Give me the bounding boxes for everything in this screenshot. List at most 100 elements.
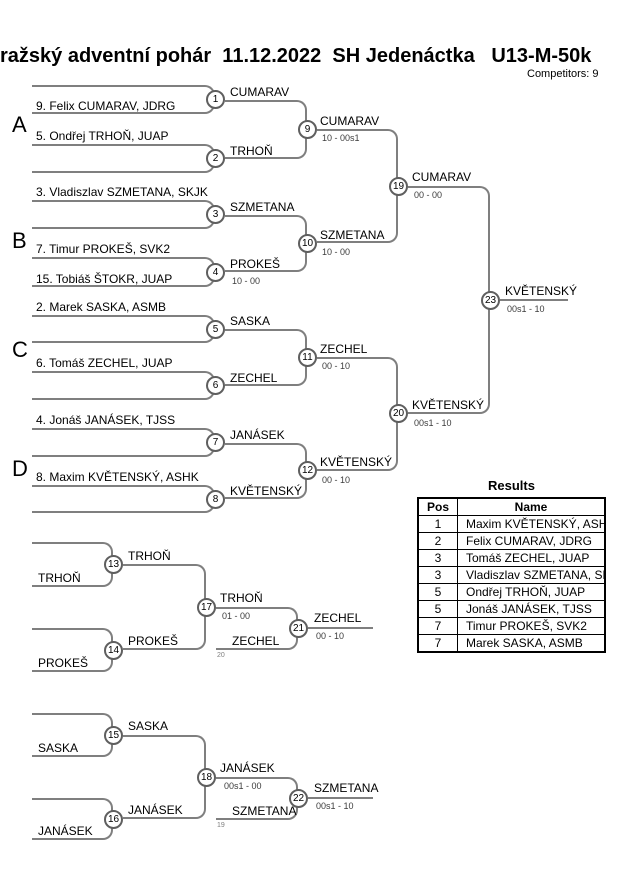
match-23-score: 00s1 - 10 [507,304,545,314]
results-title: Results [488,478,535,493]
match-20-score: 00s1 - 10 [414,418,452,428]
results-header-pos: Pos [417,497,458,516]
results-header-name: Name [457,497,606,516]
seed-label-5: 15. Tobiáš ŠTOKR, JUAP [36,272,173,286]
match-19-winner-label: CUMARAV [412,170,472,184]
match-22-score: 00s1 - 10 [316,801,354,811]
match-11-winner-label: ZECHEL [320,342,368,356]
match-2-bracket [32,144,215,173]
competitors-count: Competitors: 9 [527,68,599,80]
match-21-winner-label: ZECHEL [314,611,362,625]
match-17-circle: 17 [197,598,216,617]
match-21-score: 00 - 10 [316,631,345,641]
group-label-d: D [12,456,28,481]
result-name: Ondřej TRHOŇ, JUAP [457,583,606,601]
match-19-score: 00 - 00 [414,190,443,200]
match-15-winner-label: SASKA [128,719,169,733]
result-pos: 5 [417,600,458,618]
result-name: Marek SASKA, ASMB [457,634,606,653]
match-23-bracket [408,186,490,414]
match-5-bracket [32,315,215,343]
seed-label-3: 3. Vladiszlav SZMETANA, SKJK [36,185,208,199]
match-7-bracket [32,428,215,457]
seed-label-9: 8. Maxim KVĚTENSKÝ, ASHK [36,470,199,484]
match-20-bracket [317,357,398,471]
result-pos: 3 [417,549,458,567]
match-21-entry-ref: 20 [217,652,225,659]
match-9-score: 10 - 00s1 [322,133,360,143]
match-19-circle: 19 [389,177,408,196]
match-9-circle: 9 [298,120,317,139]
match-13-entry-label: TRHOŇ [38,571,81,585]
match-7-winner-label: JANÁSEK [230,428,285,442]
match-2-winner-label: TRHOŇ [230,144,273,158]
match-22-circle: 22 [289,789,308,808]
result-name: Felix CUMARAV, JDRG [457,532,606,550]
seed-label-2: 5. Ondřej TRHOŇ, JUAP [36,129,169,143]
match-7-circle: 7 [206,433,225,452]
match-11-score: 00 - 10 [322,361,351,371]
match-1-circle: 1 [206,90,225,109]
match-17-winner-label: TRHOŇ [220,591,263,605]
match-22-winner-label: SZMETANA [314,781,379,795]
seed-label-1: 9. Felix CUMARAV, JDRG [36,99,176,113]
match-18-score: 00s1 - 00 [224,781,262,791]
match-1-winner-label: CUMARAV [230,85,290,99]
seed-label-6: 2. Marek SASKA, ASMB [36,300,167,314]
match-15-circle: 15 [104,726,123,745]
match-13-circle: 13 [104,555,123,574]
match-8-circle: 8 [206,490,225,509]
match-14-winner-label: PROKEŠ [128,634,179,648]
match-4-circle: 4 [206,263,225,282]
result-pos: 2 [417,532,458,550]
match-19-bracket [317,129,398,243]
result-pos: 3 [417,566,458,584]
seed-label-7: 6. Tomáš ZECHEL, JUAP [36,356,173,370]
result-pos: 5 [417,583,458,601]
match-18-circle: 18 [197,768,216,787]
result-name: Tomáš ZECHEL, JUAP [457,549,606,567]
match-2-circle: 2 [206,149,225,168]
match-6-circle: 6 [206,376,225,395]
match-13-winner-label: TRHOŇ [128,549,171,563]
match-4-winner-label: PROKEŠ [230,257,281,271]
match-12-winner-label: KVĚTENSKÝ [320,455,393,469]
match-4-score: 10 - 00 [232,276,261,286]
match-10-score: 10 - 00 [322,247,351,257]
match-22-winner-line [308,797,373,799]
page-title: ražský adventní pohár 11.12.2022 SH Jede… [0,45,592,67]
final-winner-line [500,299,568,301]
match-16-circle: 16 [104,810,123,829]
match-21-circle: 21 [289,619,308,638]
match-12-score: 00 - 10 [322,475,351,485]
match-10-circle: 10 [298,234,317,253]
result-pos: 1 [417,515,458,533]
match-22-entry-ref: 19 [217,822,225,829]
result-name: Maxim KVĚTENSKÝ, ASHK [457,515,606,533]
match-14-entry-label: PROKEŠ [38,656,89,670]
seed-label-8: 4. Jonáš JANÁSEK, TJSS [36,413,176,427]
group-label-b: B [12,228,27,253]
result-name: Vladiszlav SZMETANA, SKJK [457,566,606,584]
match-20-winner-label: KVĚTENSKÝ [412,398,485,412]
match-16-entry-label: JANÁSEK [38,824,93,838]
match-20-circle: 20 [389,404,408,423]
match-21-winner-line [308,627,373,629]
result-pos: 7 [417,617,458,635]
match-16-winner-label: JANÁSEK [128,803,183,817]
match-3-bracket [32,200,215,229]
match-8-bracket [32,485,215,513]
match-15-entry-label: SASKA [38,741,79,755]
match-21-entry-label: ZECHEL [232,634,280,648]
match-22-entry-label: SZMETANA [232,804,297,818]
seed-label-4: 7. Timur PROKEŠ, SVK2 [36,242,171,256]
match-6-winner-label: ZECHEL [230,371,278,385]
result-name: Timur PROKEŠ, SVK2 [457,617,606,635]
